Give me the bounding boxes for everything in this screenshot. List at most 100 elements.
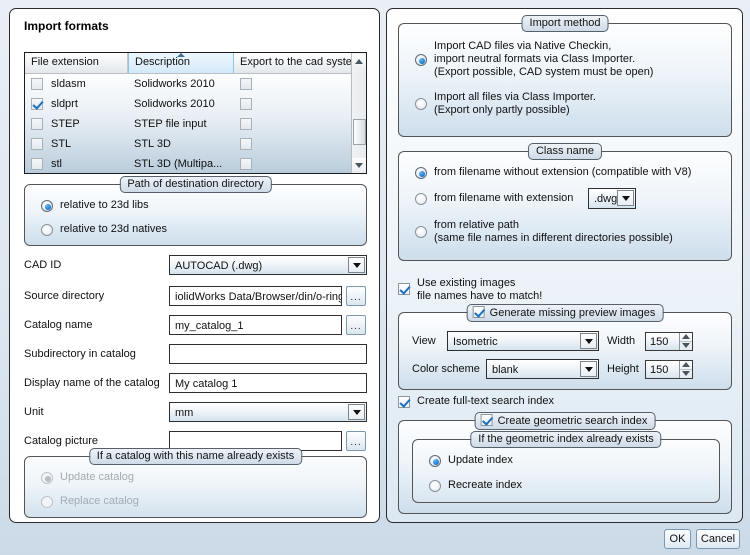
row-checkbox-icon[interactable] <box>31 158 43 170</box>
radio-label-line3: (Export possible, CAD system must be ope… <box>434 66 654 78</box>
catalog-name-input[interactable]: my_catalog_1 <box>169 315 342 335</box>
cell-description: STL 3D (Multipa... <box>134 158 223 170</box>
preview-images-group: Generate missing preview images View Iso… <box>398 304 732 390</box>
chevron-down-icon[interactable] <box>580 361 597 377</box>
row-export-checkbox-icon[interactable] <box>240 158 252 170</box>
chevron-down-icon[interactable] <box>617 190 634 206</box>
table-header-description[interactable]: Description <box>128 53 234 74</box>
geometric-index-exists-group: If the geometric index already exists Up… <box>412 431 720 503</box>
scrollbar-thumb[interactable] <box>353 119 366 145</box>
scroll-down-button[interactable] <box>352 158 366 172</box>
import-formats-table[interactable]: File extension Description Export to the… <box>24 52 367 174</box>
import-method-group: Import method Import CAD files via Nativ… <box>398 15 732 137</box>
table-row[interactable]: STEP STEP file input <box>25 114 366 134</box>
checkbox-icon[interactable] <box>480 414 493 426</box>
cell-file-extension: sldprt <box>25 98 128 110</box>
width-stepper[interactable]: 150 <box>645 331 693 351</box>
subdirectory-input[interactable] <box>169 344 367 364</box>
row-export-checkbox-icon[interactable] <box>240 78 252 90</box>
sort-ascending-icon <box>177 53 185 57</box>
row-export-checkbox-icon[interactable] <box>240 118 252 130</box>
checkbox-use-existing-images[interactable]: Use existing images file names have to m… <box>398 277 542 303</box>
cell-file-extension-text: STEP <box>51 118 80 130</box>
table-scrollbar[interactable] <box>351 53 366 173</box>
row-checkbox-icon[interactable] <box>31 98 43 110</box>
radio-relative-23d-natives[interactable]: relative to 23d natives <box>41 223 167 236</box>
catalog-name-browse-button[interactable]: ... <box>346 315 366 335</box>
source-directory-browse-button[interactable]: ... <box>346 286 366 306</box>
triangle-up-icon <box>682 334 690 339</box>
radio-label: Update index <box>448 454 513 466</box>
radio-label: Import CAD files via Native Checkin, imp… <box>434 40 653 79</box>
row-checkbox-icon[interactable] <box>31 118 43 130</box>
cad-id-value: AUTOCAD (.dwg) <box>175 260 263 272</box>
table-header-row: File extension Description Export to the… <box>25 53 366 74</box>
cell-export <box>234 158 352 170</box>
row-export-checkbox-icon[interactable] <box>240 98 252 110</box>
radio-update-index[interactable]: Update index <box>429 454 513 467</box>
radio-filename-without-extension[interactable]: from filename without extension (compati… <box>415 166 691 179</box>
triangle-down-icon <box>682 371 690 376</box>
table-header-export[interactable]: Export to the cad system <box>234 53 352 74</box>
view-select[interactable]: Isometric <box>447 331 599 351</box>
stepper-buttons[interactable] <box>679 332 692 350</box>
radio-import-all-class-importer[interactable]: Import all files via Class Importer. (Ex… <box>415 91 596 117</box>
stepper-down-button[interactable] <box>680 340 692 350</box>
import-options-panel: Import method Import CAD files via Nativ… <box>386 8 743 523</box>
row-checkbox-icon[interactable] <box>31 78 43 90</box>
source-directory-label: Source directory <box>24 290 105 302</box>
chevron-down-icon[interactable] <box>580 333 597 349</box>
catalog-picture-browse-button[interactable]: ... <box>346 431 366 451</box>
radio-relative-23d-libs[interactable]: relative to 23d libs <box>41 199 149 212</box>
source-directory-input[interactable]: iolidWorks Data/Browser/din/o-rings <box>169 286 342 306</box>
cell-file-extension: stl <box>25 158 128 170</box>
radio-label: Recreate index <box>448 479 522 491</box>
radio-label-line2: import neutral formats via Class Importe… <box>434 53 636 65</box>
extension-select[interactable]: .dwg <box>588 188 636 209</box>
stepper-buttons[interactable] <box>679 360 692 378</box>
cell-description: STEP file input <box>134 118 207 130</box>
table-header-file-extension[interactable]: File extension <box>25 53 128 74</box>
row-export-checkbox-icon[interactable] <box>240 138 252 150</box>
triangle-down-icon <box>682 343 690 348</box>
scroll-up-button[interactable] <box>352 54 366 68</box>
unit-select[interactable]: mm <box>169 402 367 422</box>
radio-import-native-checkin[interactable]: Import CAD files via Native Checkin, imp… <box>415 40 653 79</box>
cell-file-extension: sldasm <box>25 78 128 90</box>
radio-icon <box>415 167 427 179</box>
stepper-up-button[interactable] <box>680 361 692 369</box>
height-stepper[interactable]: 150 <box>645 359 693 379</box>
ok-button[interactable]: OK <box>664 529 691 549</box>
cell-description: Solidworks 2010 <box>134 98 215 110</box>
checkbox-fulltext-search-index[interactable]: Create full-text search index <box>398 395 554 408</box>
table-row[interactable]: sldasm Solidworks 2010 <box>25 74 366 94</box>
view-label: View <box>412 335 436 347</box>
stepper-down-button[interactable] <box>680 368 692 378</box>
table-row[interactable]: sldprt Solidworks 2010 <box>25 94 366 114</box>
chevron-down-icon[interactable] <box>348 404 365 420</box>
geometric-index-group-label[interactable]: Create geometric search index <box>474 412 656 430</box>
preview-images-group-label-text: Generate missing preview images <box>489 307 656 319</box>
row-catalog-name: Catalog name my_catalog_1 ... <box>24 314 367 336</box>
cancel-button[interactable]: Cancel <box>696 529 740 549</box>
row-checkbox-icon[interactable] <box>31 138 43 150</box>
cell-description: Solidworks 2010 <box>134 78 215 90</box>
cell-file-extension: STEP <box>25 118 128 130</box>
radio-from-relative-path[interactable]: from relative path (same file names in d… <box>415 219 673 245</box>
stepper-up-button[interactable] <box>680 333 692 341</box>
radio-icon <box>429 480 441 492</box>
color-scheme-select[interactable]: blank <box>486 359 599 379</box>
radio-recreate-index[interactable]: Recreate index <box>429 479 522 492</box>
radio-icon <box>415 54 427 66</box>
radio-filename-with-extension[interactable]: from filename with extension <box>415 192 573 205</box>
chevron-down-icon[interactable] <box>348 257 365 273</box>
checkbox-icon[interactable] <box>472 306 485 318</box>
table-header-description-label: Description <box>135 56 191 68</box>
table-row[interactable]: stl STL 3D (Multipa... <box>25 154 366 173</box>
cad-id-select[interactable]: AUTOCAD (.dwg) <box>169 255 367 275</box>
radio-label: relative to 23d natives <box>60 223 168 235</box>
display-name-input[interactable]: My catalog 1 <box>169 373 367 393</box>
preview-images-group-label[interactable]: Generate missing preview images <box>466 304 664 322</box>
